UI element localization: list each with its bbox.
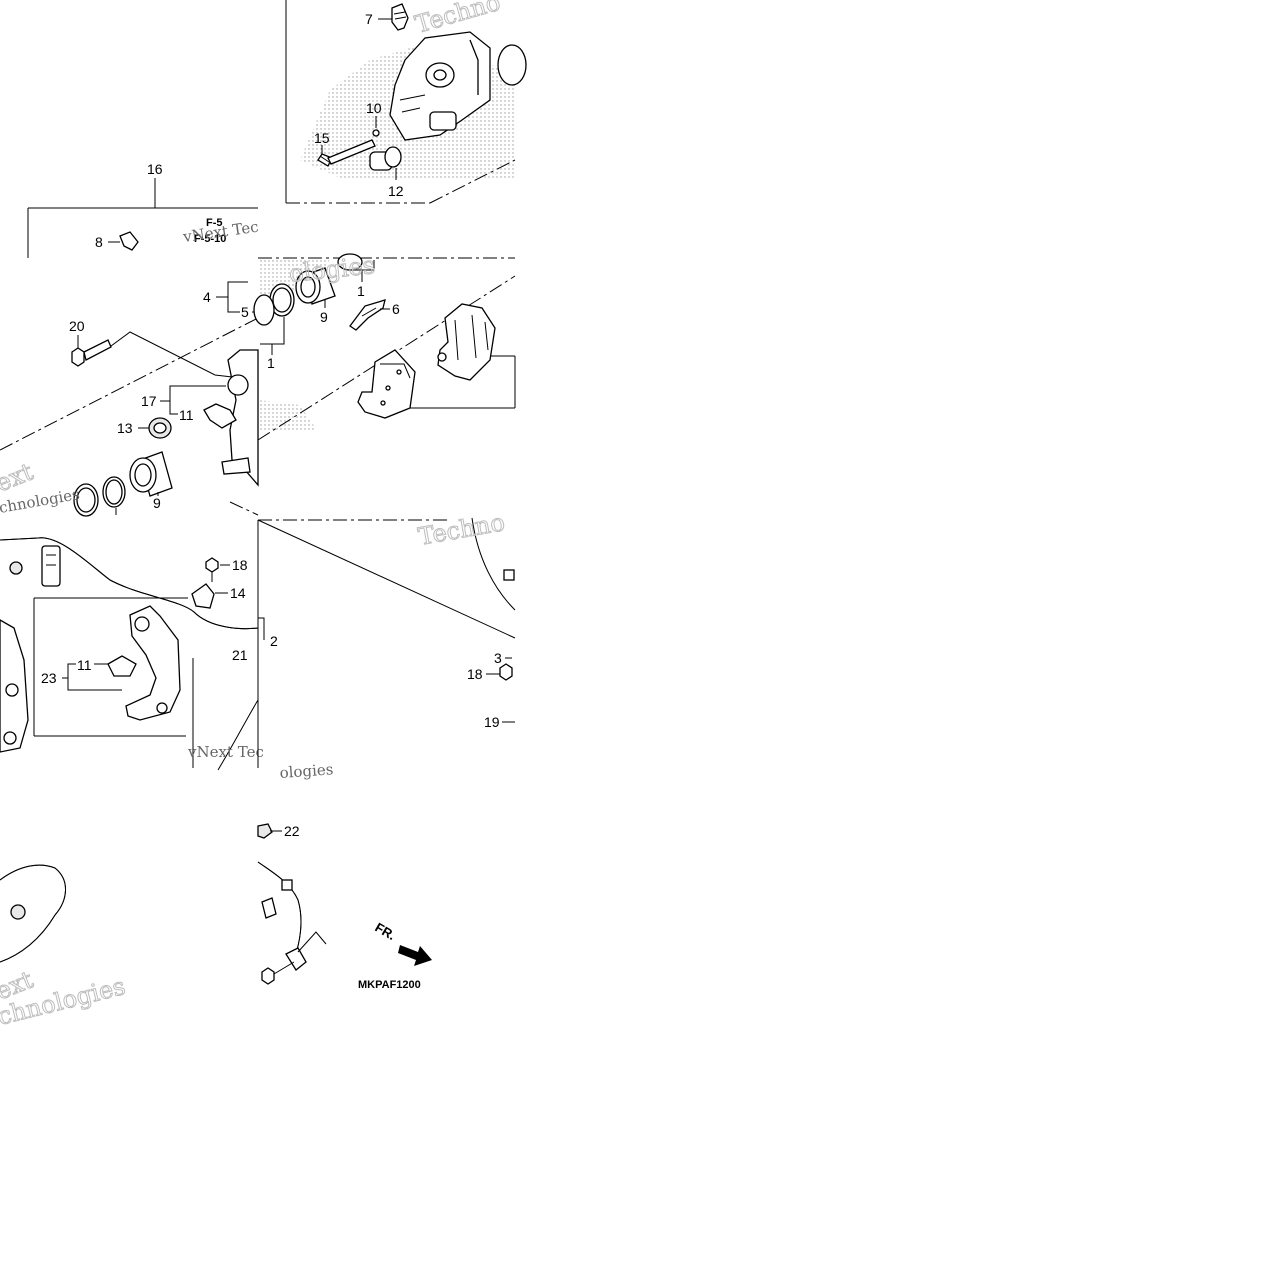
- diagram-code: MKPAF1200: [358, 979, 421, 991]
- watermark-text: Techno: [412, 0, 503, 39]
- part-label-3: 3: [494, 650, 502, 666]
- part-label-5: 5: [241, 304, 249, 320]
- piston-part: [129, 451, 173, 497]
- clamp-part: [191, 583, 215, 609]
- part-label-23: 23: [41, 670, 57, 686]
- panel-caliper-body: Techno 7 10 15 12: [285, 0, 527, 204]
- part-label-2: 2: [270, 633, 278, 649]
- mounting-bolt-part: [71, 339, 112, 367]
- part-label-14: 14: [230, 585, 246, 601]
- part-label-18: 18: [232, 557, 248, 573]
- panel-brake-pads: 1 9 1 6: [253, 251, 516, 441]
- part-label-11: 11: [77, 657, 92, 673]
- part-label-18: 18: [467, 666, 483, 682]
- panel-lower-harness: ext chnologies: [0, 864, 129, 1031]
- panel-bracket-sensor: 14 18 23 11 2 21 vNext Tec ologies: [0, 501, 334, 782]
- part-label-1: 1: [267, 355, 275, 371]
- retainer-clip-part: [107, 655, 137, 677]
- watermark-text: vNext Tec: [187, 743, 264, 761]
- part-label-20: 20: [69, 318, 85, 334]
- wheel-sensor-part: [9, 545, 61, 587]
- part-label-21: 21: [232, 647, 248, 663]
- part-label-19: 19: [484, 714, 500, 730]
- part-label-8: 8: [95, 234, 103, 250]
- piston-part: [295, 267, 336, 305]
- panel-direction: 22 FR. MKPAF1200: [257, 823, 432, 991]
- part-label-7: 7: [365, 11, 373, 27]
- ref-label-f5: F-5: [206, 217, 223, 229]
- ref-label-f5-10: F-5-10: [194, 233, 226, 245]
- watermark-text: ologies: [279, 760, 334, 782]
- brake-pad-part: [357, 349, 416, 419]
- caliper-housing-part: [221, 349, 259, 487]
- caliper-housing-part: [0, 619, 29, 753]
- direction-arrow-icon: [398, 945, 432, 966]
- pin-boot-part: [369, 146, 402, 171]
- part-label-6: 6: [392, 301, 400, 317]
- part-label-17: 17: [141, 393, 157, 409]
- bleed-screw-part: [391, 3, 409, 31]
- watermark-text: ext: [0, 457, 37, 497]
- watermark-text: Techno: [416, 508, 507, 551]
- part-label-1: 1: [357, 283, 365, 299]
- part-label-13: 13: [117, 420, 133, 436]
- pad-spring-part: [349, 299, 386, 331]
- dust-seal-part: [148, 417, 172, 439]
- part-label-16: 16: [147, 161, 163, 177]
- panel-sensor-harness: Techno 3 18 19: [257, 508, 516, 768]
- part-label-10: 10: [366, 100, 382, 116]
- part-label-4: 4: [203, 289, 211, 305]
- part-label-9: 9: [320, 309, 328, 325]
- retainer-clip-part: [203, 403, 237, 429]
- part-label-11: 11: [179, 407, 194, 423]
- caliper-bracket-part: [125, 605, 181, 721]
- part-label-15: 15: [314, 130, 330, 146]
- part-label-22: 22: [284, 823, 300, 839]
- direction-label: FR.: [373, 920, 399, 943]
- brake-pad-part: [437, 303, 496, 381]
- panel-caliper-assembly: 16 F-5 F-5-10 vNext Tec 8 4 5 20 17 11: [0, 161, 260, 517]
- part-label-9: 9: [153, 495, 161, 511]
- caliper-body-part: [389, 31, 527, 141]
- pin-bolt-part: [317, 139, 376, 167]
- part-label-12: 12: [388, 183, 404, 199]
